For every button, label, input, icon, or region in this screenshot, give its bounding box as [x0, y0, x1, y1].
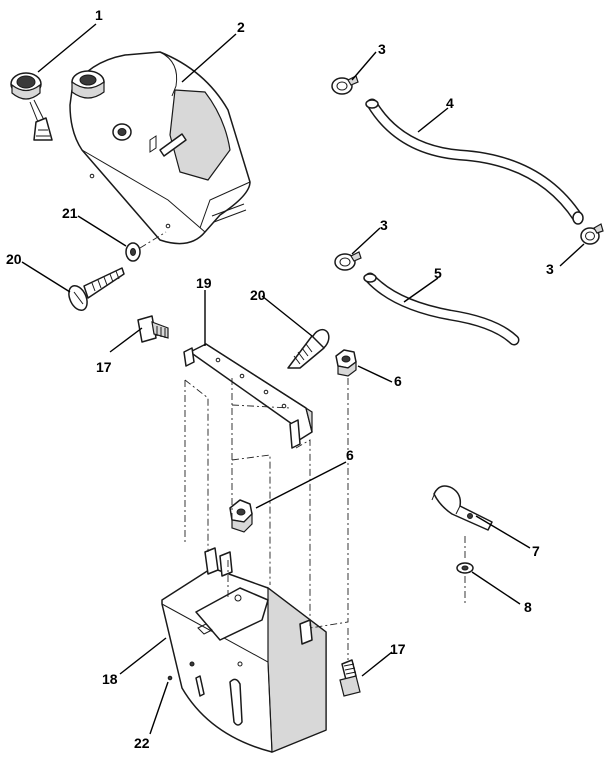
callout-5: 5 [434, 265, 442, 281]
callout-3-right: 3 [546, 261, 554, 277]
callout-3-top: 3 [378, 41, 386, 57]
mounting-bolt-upper [137, 315, 169, 343]
flat-washer [456, 562, 474, 574]
callout-6-upper: 6 [394, 373, 402, 389]
callout-17-lower: 17 [390, 641, 406, 657]
callout-18: 18 [102, 671, 118, 687]
callout-4: 4 [446, 95, 454, 111]
callout-8: 8 [524, 599, 532, 615]
mounting-bolt-lower [339, 659, 361, 697]
fuel-hose-long [365, 98, 584, 225]
hose-clamp-top [331, 75, 359, 95]
callout-labels: 1 2 3 4 3 3 5 21 20 19 20 17 6 6 7 8 17 … [6, 7, 554, 751]
callout-19: 19 [196, 275, 212, 291]
hose-clamp-middle [334, 251, 362, 271]
fuel-tank [69, 51, 251, 245]
tank-screw-left [68, 267, 125, 312]
callout-22: 22 [134, 735, 150, 751]
callout-21: 21 [62, 205, 78, 221]
hose-clamp-right [580, 223, 604, 245]
callout-1: 1 [95, 7, 103, 23]
fuel-hose-short [363, 272, 520, 346]
assembly-phantom-lines [184, 378, 466, 660]
hex-nut-lower [229, 499, 253, 533]
grommet-washer [125, 231, 167, 262]
tank-shroud-cover [161, 547, 327, 753]
mounting-bracket-rail [183, 343, 313, 449]
leader-lines [21, 23, 585, 735]
callout-20-left: 20 [6, 251, 22, 267]
callout-3-middle: 3 [380, 217, 388, 233]
callout-6-lower: 6 [346, 447, 354, 463]
callout-20-right: 20 [250, 287, 266, 303]
hex-nut-upper [335, 349, 357, 377]
callout-17-upper: 17 [96, 359, 112, 375]
fuel-cap [10, 72, 53, 141]
hose-clip-bracket [431, 485, 493, 531]
callout-7: 7 [532, 543, 540, 559]
callout-2: 2 [237, 19, 245, 35]
bracket-screw-right [287, 328, 330, 369]
